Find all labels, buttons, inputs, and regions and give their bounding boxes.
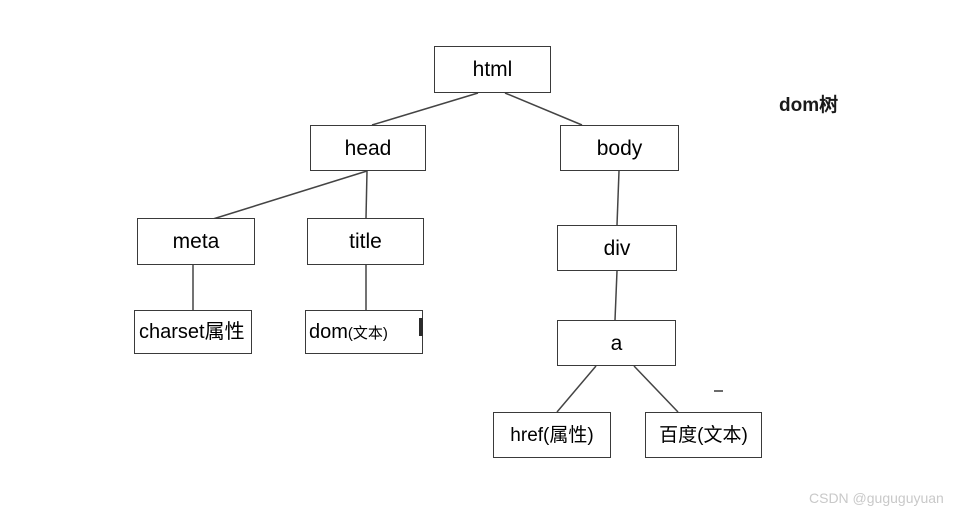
stray-dash-mark: [714, 390, 723, 392]
edge-div-a: [614, 270, 618, 321]
tree-node-baidu-label: 百度(文本): [659, 424, 748, 446]
tree-node-a-label: a: [610, 331, 623, 355]
tree-node-div-label: div: [603, 236, 631, 260]
dom-text-sub: (文本): [347, 325, 388, 342]
edge-a-href: [556, 365, 597, 413]
tree-node-href-label: href(属性): [510, 424, 594, 446]
tree-node-body-label: body: [596, 136, 643, 160]
tree-node-dom-text-label: dom(文本): [309, 322, 388, 342]
tree-node-head-label: head: [344, 136, 392, 160]
tree-node-html[interactable]: html: [434, 46, 551, 93]
tree-node-dom-text[interactable]: dom(文本): [305, 310, 423, 354]
tree-node-html-label: html: [472, 58, 513, 81]
edge-html-head: [371, 92, 479, 126]
dom-text-main: dom: [309, 321, 348, 343]
tree-node-body[interactable]: body: [560, 125, 679, 171]
tree-node-charset-attribute[interactable]: charset属性: [134, 310, 252, 354]
tree-node-charset-label: charset属性: [139, 321, 245, 343]
tree-node-meta-label: meta: [172, 230, 220, 253]
tree-node-baidu-text[interactable]: 百度(文本): [645, 412, 762, 458]
edge-body-div: [616, 170, 620, 226]
tree-node-title[interactable]: title: [307, 218, 424, 265]
edge-html-body: [504, 92, 583, 126]
diagram-title-label: dom树: [779, 95, 839, 116]
tree-node-title-label: title: [349, 230, 382, 253]
tree-node-head[interactable]: head: [310, 125, 426, 171]
stray-cursor-mark: [419, 318, 423, 336]
edge-head-title: [365, 170, 368, 219]
tree-node-href-attribute[interactable]: href(属性): [493, 412, 611, 458]
edge-head-meta: [212, 170, 368, 220]
tree-node-a[interactable]: a: [557, 320, 676, 366]
tree-node-meta[interactable]: meta: [137, 218, 255, 265]
tree-node-div[interactable]: div: [557, 225, 677, 271]
watermark-text: CSDN @guguguyuan: [809, 490, 944, 506]
edge-a-baidu: [633, 365, 679, 413]
